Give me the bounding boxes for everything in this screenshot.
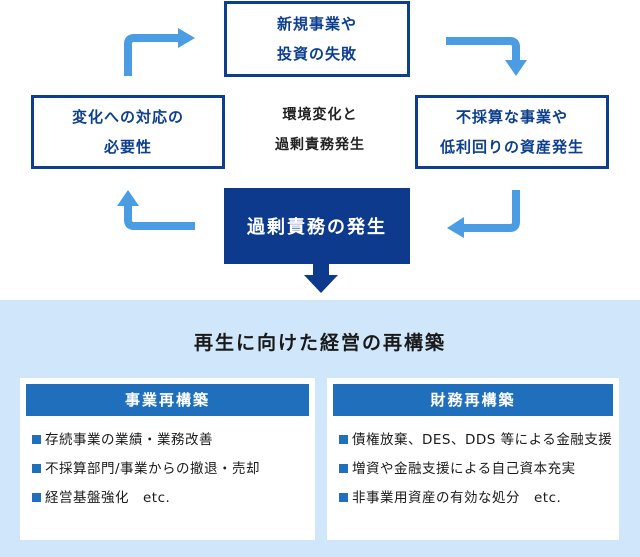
arrow-right-down-icon xyxy=(446,37,527,76)
list-item: 非事業用資産の有効な処分 etc. xyxy=(339,484,613,513)
cycle-center-label: 環境変化と 過剰責務発生 xyxy=(258,100,382,160)
box-line: 低利回りの資産発生 xyxy=(439,138,584,156)
cycle-arrows xyxy=(117,28,527,293)
restructuring-section: 再生に向けた経営の再構築 事業再構築 存続事業の業績・業務改善 不採算部門/事業… xyxy=(0,300,640,557)
panel-financial-restructuring: 財務再構築 債権放棄、DES、DDS 等による金融支援 増資や金融支援による自己… xyxy=(327,378,619,540)
list-item: 債権放棄、DES、DDS 等による金融支援 xyxy=(339,426,613,455)
square-bullet-icon xyxy=(32,493,41,502)
square-bullet-icon xyxy=(32,464,41,473)
restructuring-title: 再生に向けた経営の再構築 xyxy=(193,332,446,354)
box-line: 新規事業や xyxy=(276,15,357,33)
center-line: 環境変化と xyxy=(282,107,358,123)
list-item-text: 経営基盤強化 etc. xyxy=(45,490,171,506)
cycle-box-need-to-adapt: 変化への対応の 必要性 xyxy=(31,95,225,169)
square-bullet-icon xyxy=(339,493,348,502)
list-item-text: 増資や金融支援による自己資本充実 xyxy=(352,461,576,477)
panel-heading: 財務再構築 xyxy=(333,384,613,416)
list-item-text: 非事業用資産の有効な処分 etc. xyxy=(352,490,562,506)
square-bullet-icon xyxy=(339,435,348,444)
box-line: 不採算な事業や xyxy=(455,108,568,126)
square-bullet-icon xyxy=(32,435,41,444)
arrow-down-icon xyxy=(304,264,338,293)
box-line: 変化への対応の xyxy=(71,108,184,126)
list-item-text: 債権放棄、DES、DDS 等による金融支援 xyxy=(352,432,613,448)
cycle-box-unprofitable-business: 不採算な事業や 低利回りの資産発生 xyxy=(415,95,609,169)
panel-list: 債権放棄、DES、DDS 等による金融支援 増資や金融支援による自己資本充実 非… xyxy=(333,426,613,513)
arrow-left-up-icon xyxy=(117,190,195,230)
list-item-text: 存続事業の業績・業務改善 xyxy=(45,432,213,448)
list-item: 経営基盤強化 etc. xyxy=(32,484,309,513)
panel-list: 存続事業の業績・業務改善 不採算部門/事業からの撤退・売却 経営基盤強化 etc… xyxy=(26,426,309,513)
arrow-down-left-icon xyxy=(447,190,520,238)
cycle-box-investment-failure: 新規事業や 投資の失敗 xyxy=(224,1,410,77)
box-line: 投資の失敗 xyxy=(276,45,357,63)
cycle-box-excess-debt: 過剰責務の発生 xyxy=(224,188,410,264)
center-line: 過剰責務発生 xyxy=(275,137,365,153)
list-item: 不採算部門/事業からの撤退・売却 xyxy=(32,455,309,484)
list-item: 増資や金融支援による自己資本充実 xyxy=(339,455,613,484)
list-item-text: 不採算部門/事業からの撤退・売却 xyxy=(45,461,261,477)
panel-heading: 事業再構築 xyxy=(26,384,309,416)
box-line: 必要性 xyxy=(103,138,152,156)
list-item: 存続事業の業績・業務改善 xyxy=(32,426,309,455)
square-bullet-icon xyxy=(339,464,348,473)
panel-business-restructuring: 事業再構築 存続事業の業績・業務改善 不採算部門/事業からの撤退・売却 経営基盤… xyxy=(20,378,315,540)
arrow-up-right-icon xyxy=(124,28,195,76)
